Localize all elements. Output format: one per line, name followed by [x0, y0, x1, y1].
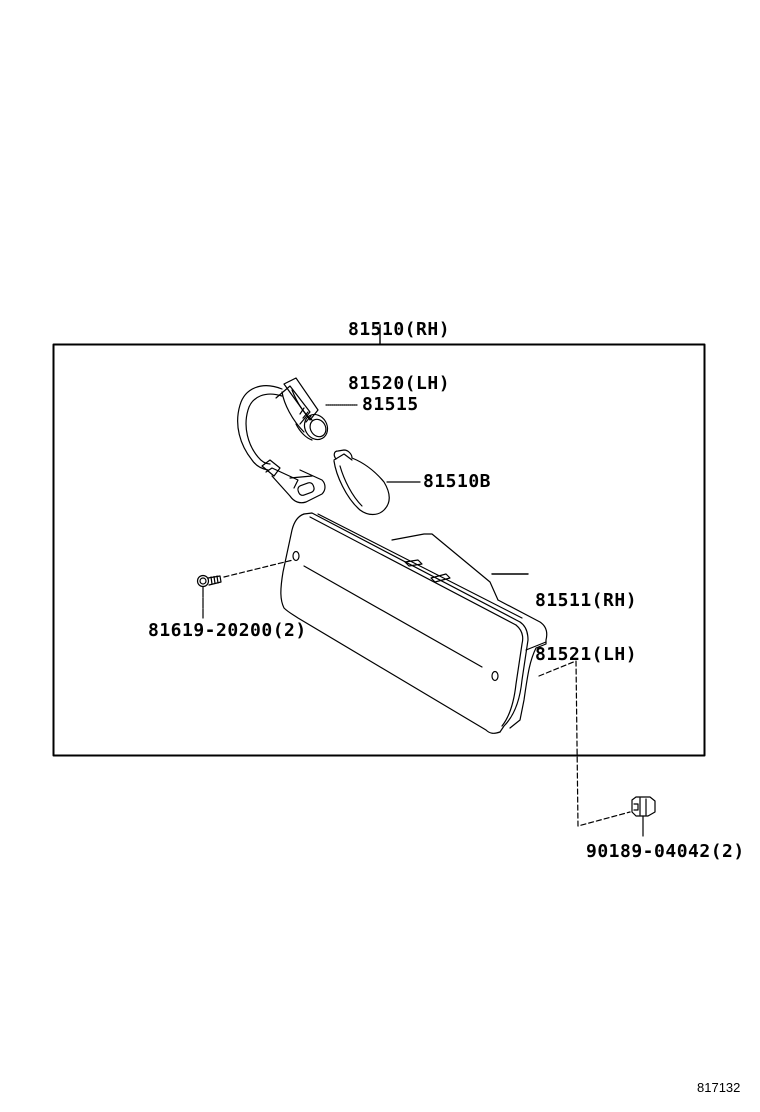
screw-assembly-path — [223, 559, 294, 578]
socket-callout: 81515 — [362, 394, 419, 415]
assembly-callout: 81510(RH) 81520(LH) — [348, 285, 450, 429]
lens-callout: 81511(RH) 81521(LH) — [535, 556, 637, 700]
clip-callout: 90189-04042(2) — [586, 841, 745, 862]
clip-nut-icon — [631, 796, 656, 817]
assembly-frame — [52, 343, 706, 757]
lens-callout-lh: 81521(LH) — [535, 644, 638, 665]
lamp-lens-housing-icon — [280, 512, 548, 734]
bulb-icon — [333, 449, 390, 516]
socket-wire-harness-icon — [237, 377, 329, 504]
assembly-callout-rh: 81510(RH) — [348, 319, 451, 340]
bulb-callout: 81510B — [423, 471, 492, 492]
assembly-callout-lh: 81520(LH) — [348, 373, 451, 394]
figure-number: 817132 — [697, 1080, 741, 1095]
screw-callout: 81619-20200(2) — [148, 620, 307, 641]
clip-assembly-path — [538, 660, 631, 827]
screw-icon — [196, 574, 222, 588]
lens-callout-rh: 81511(RH) — [535, 590, 638, 611]
